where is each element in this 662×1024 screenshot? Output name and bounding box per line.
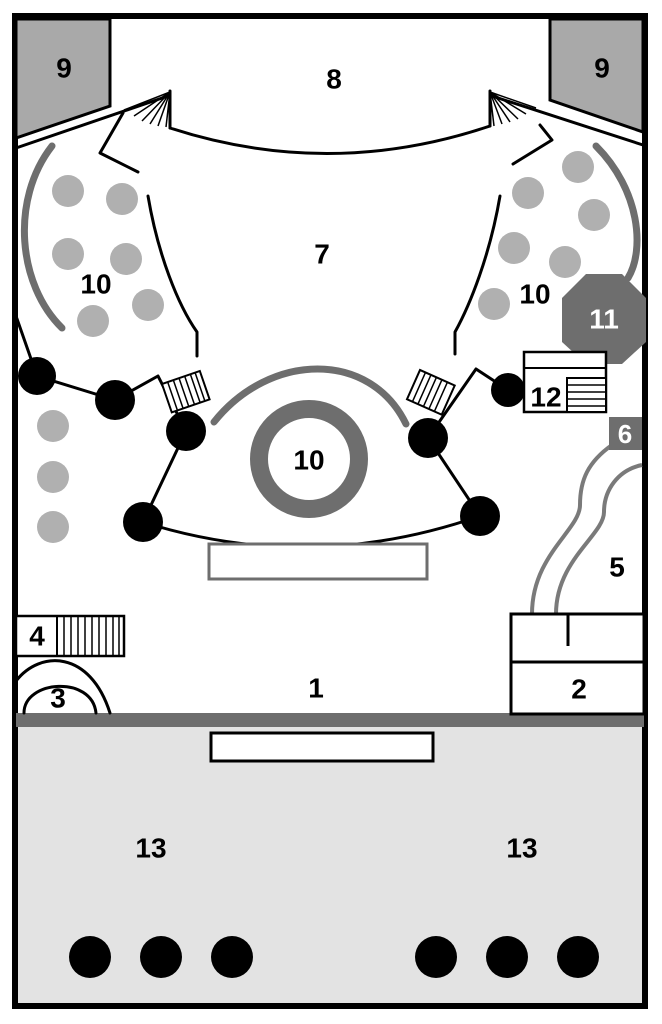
seat <box>37 461 69 493</box>
label-area-7: 7 <box>314 239 330 270</box>
outer-wall <box>12 13 648 1009</box>
zone-6-box <box>609 417 642 450</box>
stanchion-post <box>123 502 163 542</box>
zone-3-outer-arch <box>14 659 112 715</box>
dance-floor-mat <box>207 542 429 581</box>
label-area-8: 8 <box>326 64 342 95</box>
stanchion-post <box>491 373 525 407</box>
label-area-10-center: 10 <box>293 445 324 476</box>
bottom-seat <box>69 936 111 978</box>
right-stanchion-rope <box>426 367 510 518</box>
seat <box>37 511 69 543</box>
label-area-10-right: 10 <box>519 279 550 310</box>
zone-13-front-rect <box>209 731 435 763</box>
stage-right-edge <box>490 94 645 147</box>
stanchion-post <box>95 380 135 420</box>
seat <box>106 183 138 215</box>
bottom-seat <box>557 936 599 978</box>
right-fan-wedge <box>489 91 537 127</box>
left-angled-wall <box>98 111 140 174</box>
zone-2-booth <box>509 612 646 716</box>
zone-12-box <box>522 350 608 414</box>
center-gray-arch <box>210 365 410 428</box>
stage-left-edge <box>14 94 170 150</box>
label-area-12: 12 <box>530 382 561 413</box>
stanchion-posts <box>18 357 525 542</box>
right-seating-group <box>478 151 610 320</box>
zone-9-left-block <box>14 17 112 141</box>
seat <box>77 305 109 337</box>
left-curved-wall <box>146 194 199 358</box>
bottom-seating <box>69 936 599 978</box>
seat <box>37 410 69 442</box>
seat <box>562 151 594 183</box>
stage-front-arc <box>168 124 492 155</box>
label-area-3: 3 <box>50 683 66 714</box>
seat <box>512 177 544 209</box>
seat <box>132 289 164 321</box>
stanchion-post <box>408 418 448 458</box>
left-column-seating <box>37 410 69 543</box>
zone-13-floor <box>16 722 644 1006</box>
label-area-13-left: 13 <box>135 833 166 864</box>
seat <box>498 232 530 264</box>
seat <box>52 238 84 270</box>
left-seating-group <box>52 175 164 337</box>
label-area-2: 2 <box>571 674 587 705</box>
label-area-13-right: 13 <box>506 833 537 864</box>
zone-3-inner-arch <box>22 684 98 715</box>
label-area-9-right: 9 <box>594 53 610 84</box>
label-area-11: 11 <box>589 304 619 335</box>
label-area-5: 5 <box>609 552 625 583</box>
right-step-hatch <box>405 368 457 417</box>
label-area-10-left: 10 <box>80 269 111 300</box>
seat <box>578 199 610 231</box>
right-curved-wall <box>453 194 502 356</box>
label-area-9-left: 9 <box>56 53 72 84</box>
seat <box>549 246 581 278</box>
left-gray-arc <box>20 142 66 332</box>
zone-4-bench <box>14 614 126 658</box>
bottom-seat <box>486 936 528 978</box>
divider-strip <box>16 713 644 727</box>
center-ring <box>250 400 368 518</box>
right-gray-arc <box>592 142 641 282</box>
label-area-4: 4 <box>29 621 45 652</box>
bottom-seat <box>211 936 253 978</box>
dance-floor-front-arc <box>141 514 482 549</box>
label-area-1: 1 <box>308 673 324 704</box>
bottom-seat <box>415 936 457 978</box>
seat <box>478 288 510 320</box>
bottom-seat <box>140 936 182 978</box>
cable-inner <box>554 463 643 615</box>
stanchion-post <box>166 411 206 451</box>
label-area-6: 6 <box>618 419 632 449</box>
stanchion-post <box>18 357 56 395</box>
left-step-hatch <box>160 369 211 414</box>
cable-outer <box>530 443 614 615</box>
zone-9-right-block <box>548 17 645 135</box>
right-angled-wall <box>511 123 554 166</box>
left-fan-wedge <box>123 91 171 128</box>
stanchion-post <box>460 496 500 536</box>
zone-11-octagon <box>562 274 646 364</box>
seat <box>110 243 142 275</box>
seat <box>52 175 84 207</box>
